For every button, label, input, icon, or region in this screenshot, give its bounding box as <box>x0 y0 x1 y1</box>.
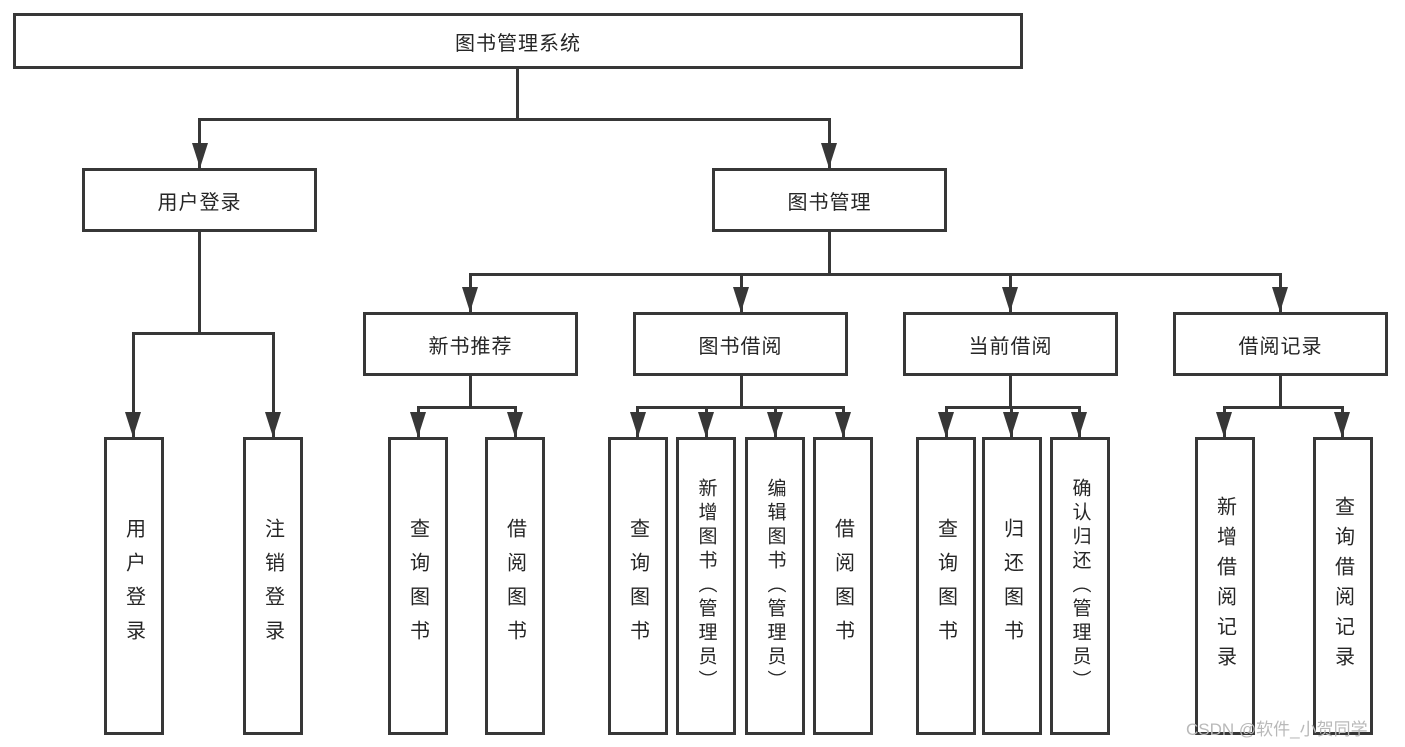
node-label: 新书推荐 <box>428 335 513 358</box>
arrow-down-icon <box>1216 412 1232 437</box>
arrow-down-icon <box>938 412 954 437</box>
node-label: 用户登录 <box>157 191 242 214</box>
connector-borrow-records-rail <box>1223 406 1343 409</box>
leaf-query-borrow-record: 查询借阅记录 <box>1313 437 1373 735</box>
arrow-down-icon <box>1071 412 1087 437</box>
arrow-down-icon <box>265 412 281 437</box>
leaf-label: 查询图书 <box>406 518 429 654</box>
arrow-down-icon <box>698 412 714 437</box>
connector-user-login-trunk <box>198 232 201 335</box>
watermark: CSDN @软件_小贺同学 <box>1186 720 1368 739</box>
arrow-down-icon <box>125 412 141 437</box>
leaf-label: 查询图书 <box>626 518 649 654</box>
connector-user-login-rail <box>132 332 275 335</box>
node-user-login: 用户登录 <box>82 168 317 232</box>
node-label: 图书借阅 <box>698 335 783 358</box>
connector-to-leaf <box>272 332 275 437</box>
leaf-add-books-admin: 新增图书（管理员） <box>676 437 736 735</box>
leaf-borrow-books: 借阅图书 <box>813 437 873 735</box>
leaf-label: 查询借阅记录 <box>1331 496 1354 676</box>
node-label: 图书管理系统 <box>455 32 581 55</box>
connector-new-book-trunk <box>469 376 472 409</box>
leaf-label: 归还图书 <box>1000 518 1023 654</box>
leaf-label: 新增图书（管理员） <box>695 478 717 694</box>
connector-book-borrow-trunk <box>740 376 743 409</box>
connector-root-trunk <box>516 67 519 120</box>
arrow-down-icon <box>835 412 851 437</box>
node-new-book-recommend: 新书推荐 <box>363 312 578 376</box>
leaf-logout: 注销登录 <box>243 437 303 735</box>
leaf-confirm-return-admin: 确认归还（管理员） <box>1050 437 1110 735</box>
arrow-down-icon <box>507 412 523 437</box>
leaf-add-borrow-record: 新增借阅记录 <box>1195 437 1255 735</box>
connector-current-borrow-rail <box>945 406 1081 409</box>
node-library-management-system: 图书管理系统 <box>13 13 1023 69</box>
arrow-down-icon <box>1334 412 1350 437</box>
arrow-down-icon <box>733 287 749 312</box>
arrow-down-icon <box>410 412 426 437</box>
connector-borrow-records-trunk <box>1279 376 1282 409</box>
arrow-down-icon <box>1272 287 1288 312</box>
connector-book-management-trunk <box>828 232 831 276</box>
arrow-down-icon <box>462 287 478 312</box>
leaf-label: 查询图书 <box>934 518 957 654</box>
leaf-user-login: 用户登录 <box>104 437 164 735</box>
connector-new-book-rail <box>417 406 517 409</box>
leaf-query-books-current: 查询图书 <box>916 437 976 735</box>
connector-level2-rail <box>198 118 831 121</box>
leaf-label: 确认归还（管理员） <box>1069 478 1091 694</box>
leaf-label: 新增借阅记录 <box>1213 496 1236 676</box>
arrow-down-icon <box>1003 412 1019 437</box>
node-book-borrow: 图书借阅 <box>633 312 848 376</box>
arrow-down-icon <box>192 143 208 168</box>
connector-current-borrow-trunk <box>1009 376 1012 409</box>
arrow-down-icon <box>630 412 646 437</box>
arrow-down-icon <box>1002 287 1018 312</box>
leaf-label: 编辑图书（管理员） <box>764 478 786 694</box>
leaf-query-books-borrow: 查询图书 <box>608 437 668 735</box>
node-label: 当前借阅 <box>968 335 1053 358</box>
leaf-query-books-recommend: 查询图书 <box>388 437 448 735</box>
node-label: 图书管理 <box>787 191 872 214</box>
node-book-management: 图书管理 <box>712 168 947 232</box>
leaf-label: 借阅图书 <box>503 518 526 654</box>
leaf-label: 注销登录 <box>261 518 284 654</box>
connector-to-leaf <box>132 332 135 437</box>
leaf-label: 用户登录 <box>122 518 145 654</box>
leaf-return-books: 归还图书 <box>982 437 1042 735</box>
connector-book-borrow-rail <box>636 406 845 409</box>
node-label: 借阅记录 <box>1238 335 1323 358</box>
connector-level3-rail <box>469 273 1282 276</box>
leaf-edit-books-admin: 编辑图书（管理员） <box>745 437 805 735</box>
node-borrow-records: 借阅记录 <box>1173 312 1388 376</box>
arrow-down-icon <box>767 412 783 437</box>
arrow-down-icon <box>821 143 837 168</box>
node-current-borrow: 当前借阅 <box>903 312 1118 376</box>
leaf-label: 借阅图书 <box>831 518 854 654</box>
leaf-borrow-books-recommend: 借阅图书 <box>485 437 545 735</box>
